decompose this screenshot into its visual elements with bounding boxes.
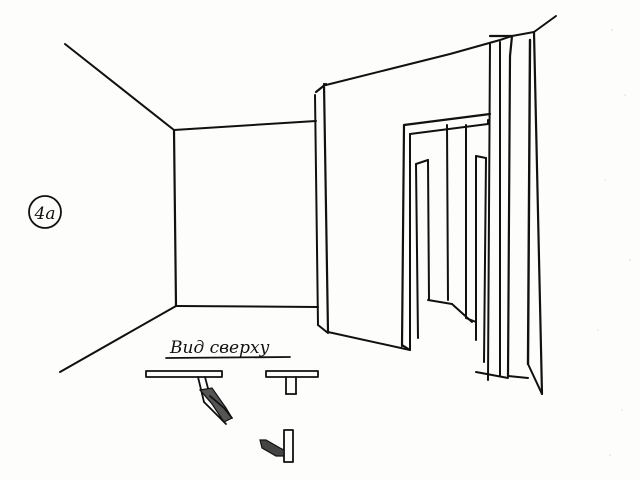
paper-texture bbox=[597, 29, 631, 456]
doorway bbox=[400, 112, 492, 363]
plan-symbol-partition bbox=[145, 370, 233, 425]
top-view-caption-group: Вид сверху bbox=[165, 338, 291, 359]
top-view-caption: Вид сверху bbox=[169, 338, 270, 358]
partition-wall bbox=[314, 35, 513, 351]
page-number-mark: 4a bbox=[28, 195, 62, 229]
plan-symbol-corner bbox=[259, 429, 294, 463]
right-column bbox=[475, 15, 557, 396]
room-perspective bbox=[59, 43, 319, 373]
plan-symbol-t-junction bbox=[265, 370, 319, 395]
page-number-text: 4a bbox=[34, 204, 56, 224]
